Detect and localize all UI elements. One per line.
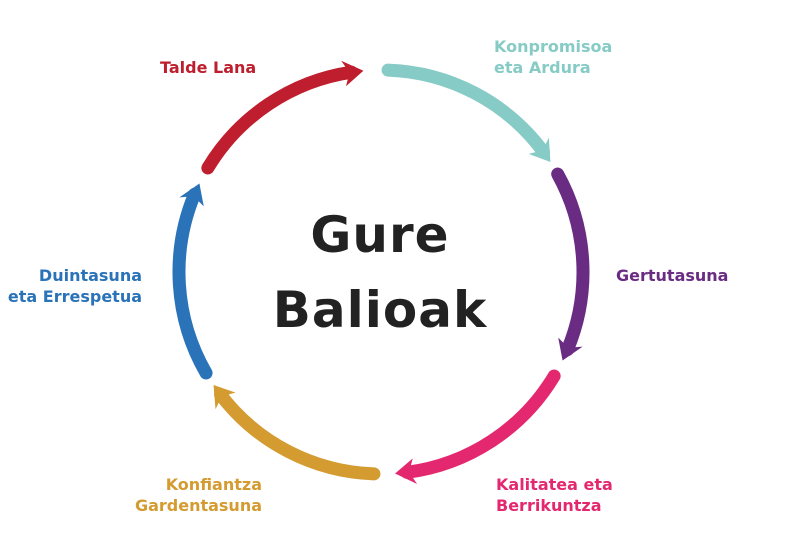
- value-label-line: Gardentasuna: [134, 496, 262, 515]
- arrow-talde-lana-shaft: [201, 65, 358, 175]
- value-label-line: Konfiantza: [165, 475, 262, 494]
- arrow-konfiantza: [213, 384, 381, 481]
- arrow-konpromisoa-shaft: [381, 63, 551, 159]
- arrow-kalitatea-shaft: [400, 369, 561, 479]
- value-label-line: Konpromisoa: [494, 37, 613, 56]
- arrow-konpromisoa-head: [528, 137, 551, 162]
- arrow-kalitatea: [395, 369, 561, 484]
- diagram-title-line-1: Gure: [310, 206, 450, 264]
- arrow-talde-lana: [201, 60, 364, 175]
- value-label-gertutasuna: Gertutasuna: [616, 265, 728, 286]
- value-label-kalitatea: Kalitatea eta Berrikuntza: [496, 474, 613, 516]
- value-label-konpromisoa: Konpromisoa eta Ardura: [494, 36, 612, 78]
- arrow-duintasuna: [172, 183, 213, 380]
- value-label-talde-lana: Talde Lana: [160, 57, 256, 78]
- arrow-gertutasuna-head: [558, 337, 583, 361]
- value-label-line: eta Ardura: [494, 58, 591, 77]
- diagram-title-line-2: Balioak: [272, 281, 488, 339]
- value-label-duintasuna: Duintasuna eta Errespetua: [0, 265, 142, 307]
- arrow-gertutasuna-shaft: [551, 167, 590, 357]
- arrow-kalitatea-head: [395, 458, 418, 484]
- arrow-duintasuna-shaft: [172, 187, 213, 380]
- arrow-talde-lana-head: [341, 60, 364, 87]
- value-label-line: Berrikuntza: [496, 496, 602, 515]
- arrow-gertutasuna: [551, 167, 590, 361]
- arrow-duintasuna-head: [179, 183, 204, 207]
- value-label-line: Talde Lana: [160, 58, 257, 77]
- value-label-line: Gertutasuna: [616, 266, 729, 285]
- value-label-line: eta Errespetua: [7, 287, 142, 306]
- arrow-konfiantza-head: [213, 384, 236, 410]
- value-label-konfiantza: Konfiantza Gardentasuna: [130, 474, 262, 516]
- arrow-konfiantza-shaft: [214, 388, 381, 481]
- value-label-line: Duintasuna: [38, 266, 142, 285]
- value-label-line: Kalitatea eta: [496, 475, 613, 494]
- arrow-konpromisoa: [381, 63, 551, 162]
